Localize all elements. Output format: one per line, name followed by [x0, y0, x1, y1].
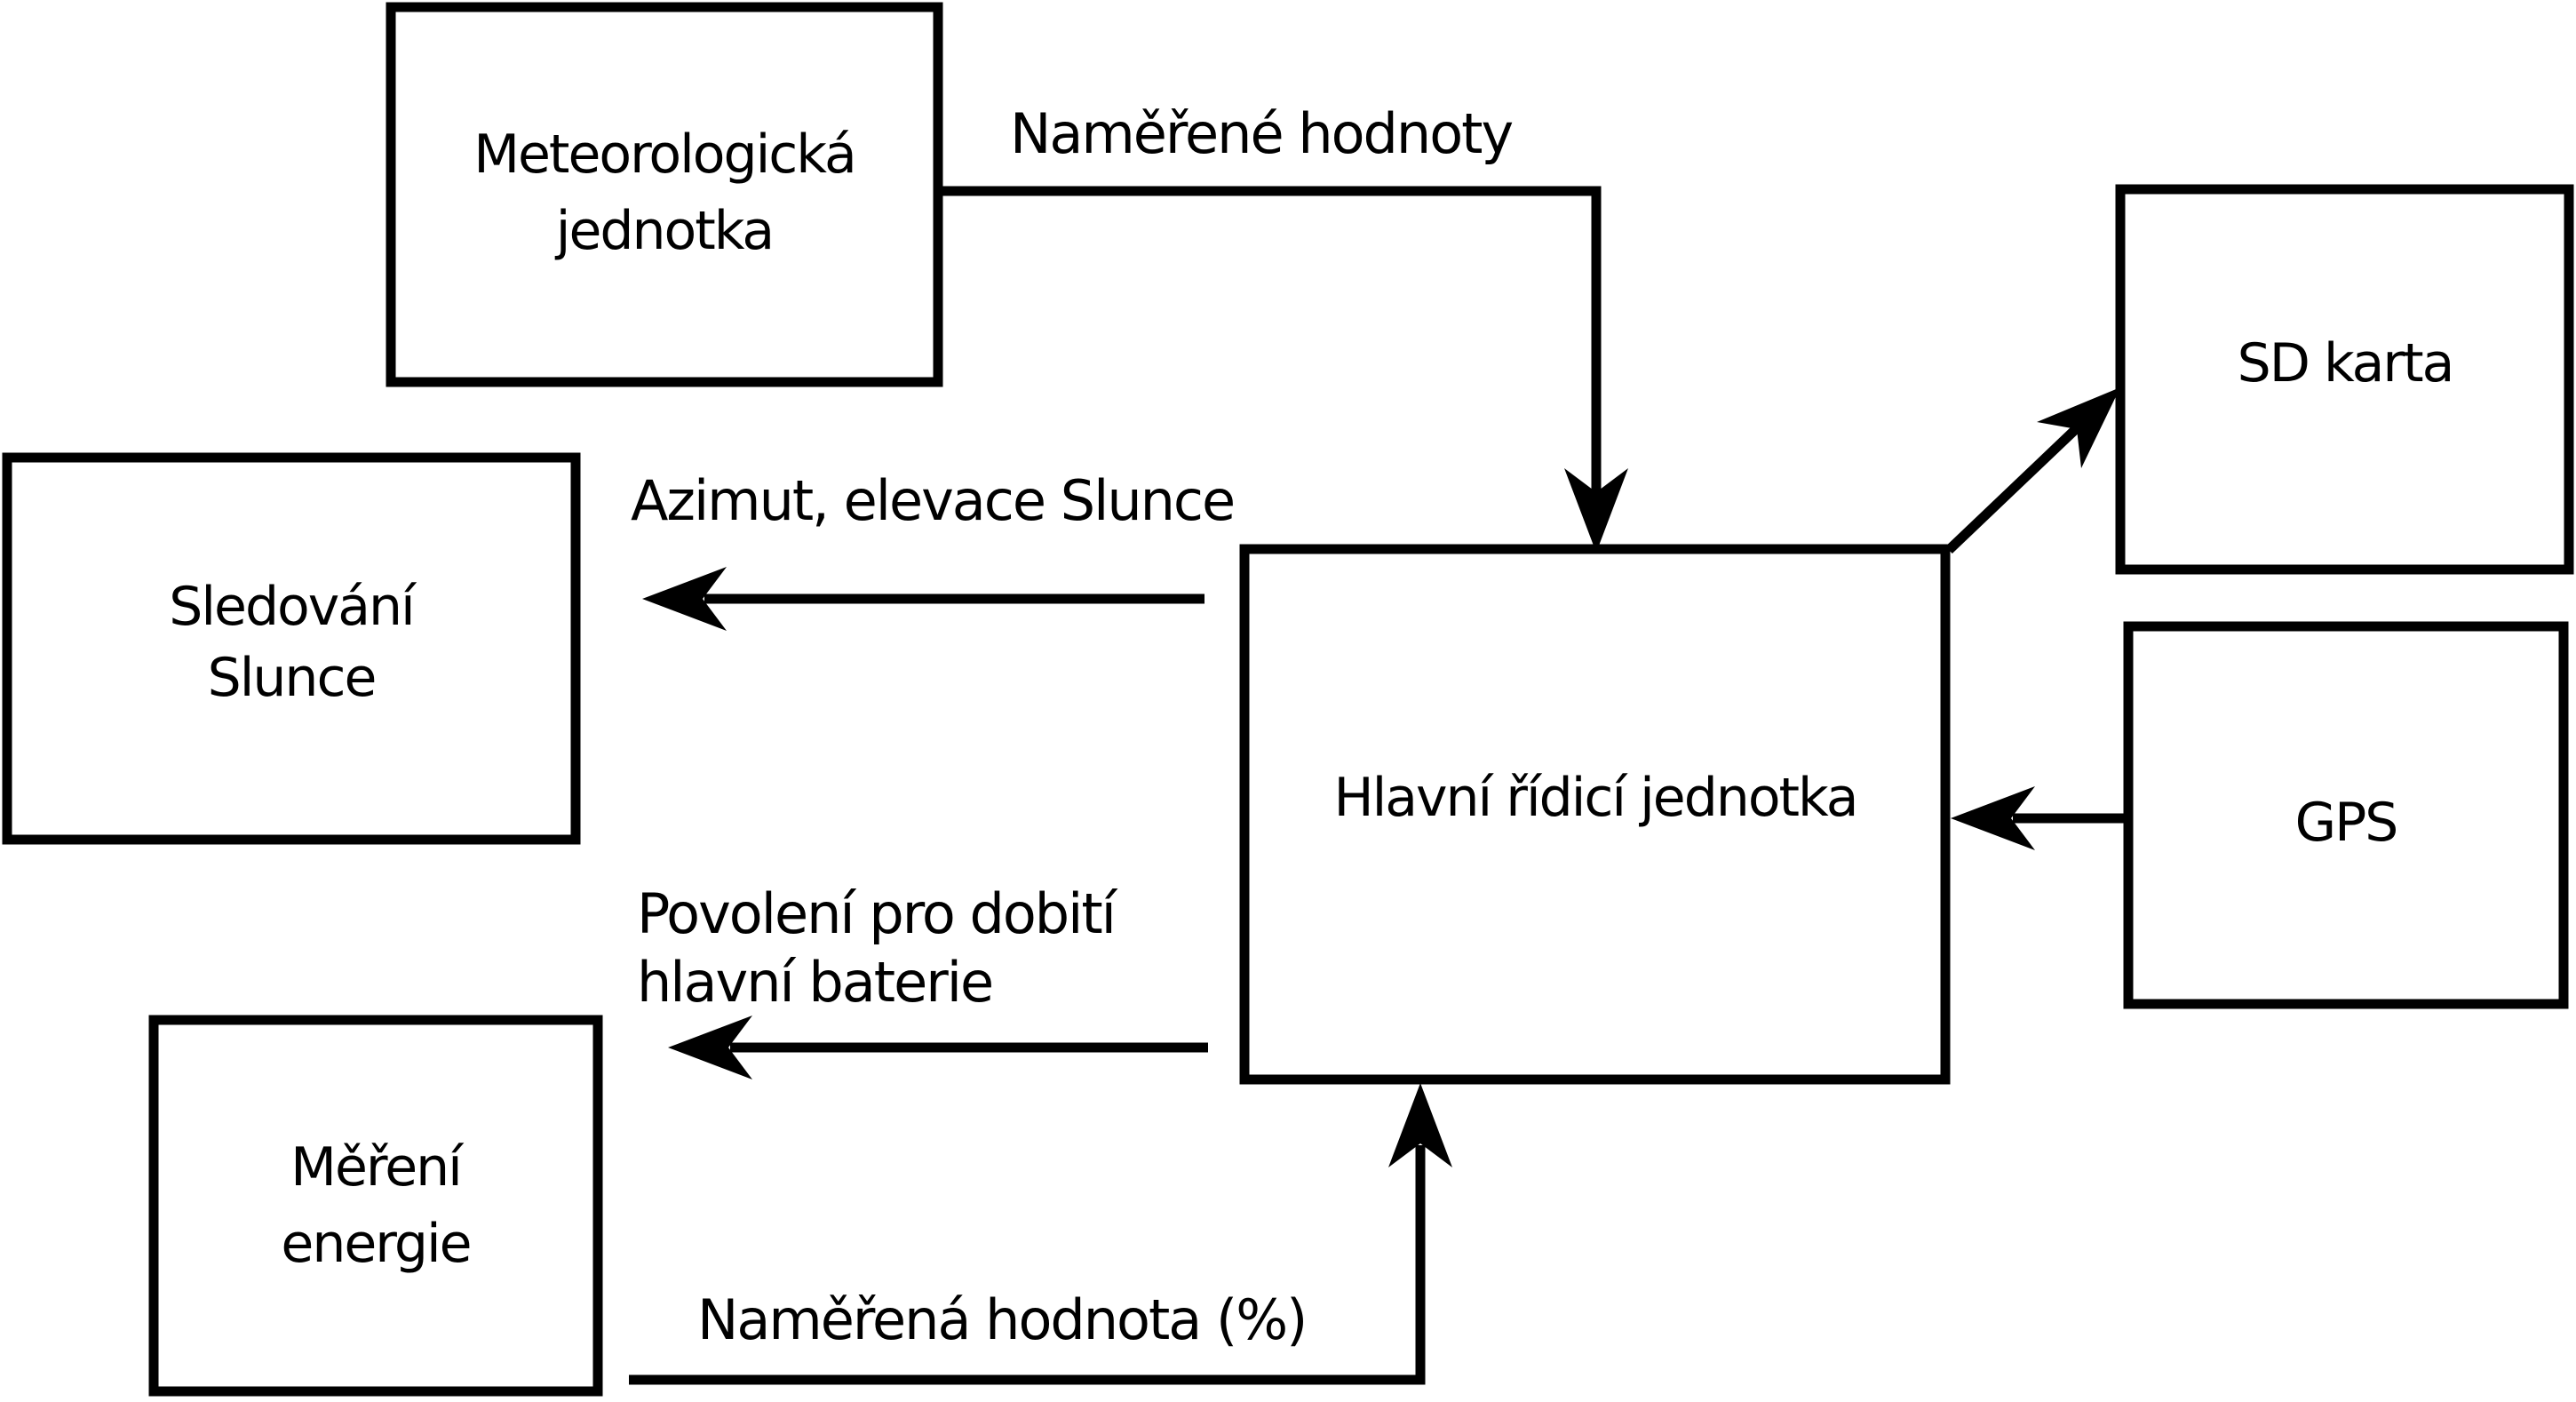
node-mereni: Měření energie	[148, 1015, 603, 1397]
edge-azimut-arrowhead	[642, 567, 727, 631]
sd-karta-box	[2115, 184, 2574, 575]
node-gps: GPS	[2123, 621, 2569, 1009]
edge-azimut: Azimut, elevace Slunce	[631, 468, 1236, 631]
edge-namerena-hodnota-arrowhead	[1388, 1083, 1452, 1167]
edge-gps-to-main	[1951, 786, 2128, 850]
meteo-box	[386, 2, 943, 387]
sledovani-label-line1: Sledování	[169, 576, 417, 638]
mereni-label-line1: Měření	[290, 1136, 465, 1199]
node-sd-karta: SD karta	[2115, 184, 2574, 575]
sledovani-label-line2: Slunce	[208, 647, 376, 709]
sledovani-box	[2, 452, 581, 845]
edge-namerena-hodnota-label: Naměřená hodnota (%)	[697, 1287, 1306, 1352]
gps-label: GPS	[2295, 792, 2397, 854]
edge-namerene-hodnoty: Naměřené hodnoty	[938, 101, 1628, 553]
edge-main-to-sd	[1945, 387, 2120, 554]
meteo-label-line2: jednotka	[554, 200, 773, 262]
edge-sd-arrowhead	[2037, 387, 2120, 468]
hlavni-label: Hlavní řídicí jednotka	[1333, 767, 1856, 829]
sd-karta-label: SD karta	[2238, 332, 2453, 394]
edge-azimut-label: Azimut, elevace Slunce	[631, 468, 1234, 533]
edge-povoleni-label-line1: Povolení pro dobití	[637, 881, 1118, 946]
gps-box	[2123, 621, 2569, 1009]
edge-namerene-hodnoty-line	[938, 186, 1602, 494]
edge-namerena-hodnota: Naměřená hodnota (%)	[629, 1083, 1452, 1385]
meteo-label-line1: Meteorologická	[473, 123, 855, 186]
edge-gps-arrowhead	[1951, 786, 2035, 850]
hlavni-box	[1239, 544, 1951, 1085]
edge-sd-line	[1945, 423, 2082, 554]
node-sledovani: Sledování Slunce	[2, 452, 581, 845]
edge-namerene-hodnoty-arrowhead	[1564, 468, 1628, 553]
edge-povoleni-arrowhead	[668, 1016, 752, 1079]
edge-povoleni: Povolení pro dobití hlavní baterie	[637, 881, 1208, 1079]
edge-povoleni-label-line2: hlavní baterie	[637, 950, 992, 1015]
node-hlavni: Hlavní řídicí jednotka	[1239, 544, 1951, 1085]
mereni-box	[148, 1015, 603, 1397]
edge-namerena-hodnota-line	[629, 1145, 1426, 1385]
mereni-label-line2: energie	[281, 1213, 470, 1275]
node-meteo: Meteorologická jednotka	[386, 2, 943, 387]
edge-namerene-hodnoty-label: Naměřené hodnoty	[1010, 101, 1512, 166]
